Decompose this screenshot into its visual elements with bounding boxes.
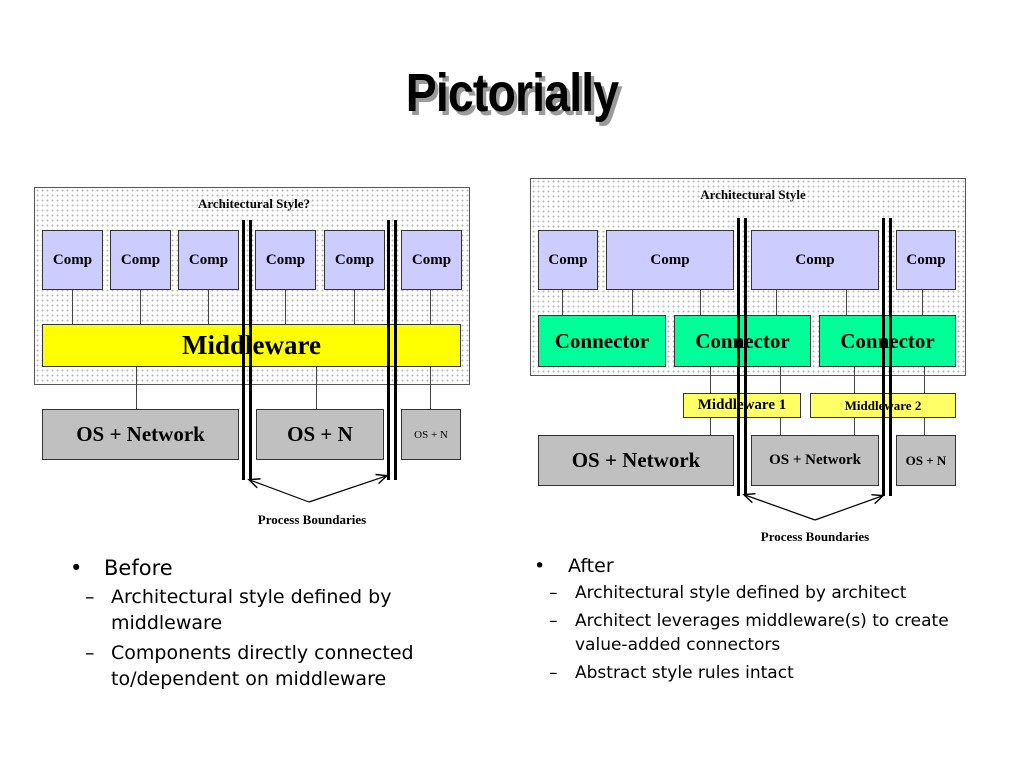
right-arrow-2 [814,496,882,521]
left-comp-6: Comp [401,230,462,290]
right-process-boundary-2b [889,218,892,496]
left-os-n-small: OS + N [401,409,461,460]
link-line [208,289,209,324]
page-title: Pictorially [405,63,619,123]
right-process-boundary-1b [744,218,747,496]
right-connector-3: Connector [819,315,956,367]
link-line [72,289,73,324]
right-arrow-1 [745,495,816,521]
after-heading: After [530,555,960,577]
link-line [430,289,431,324]
right-style-label: Architectural Style [700,187,806,202]
link-line [924,367,925,393]
left-os-network: OS + Network [42,409,239,460]
right-middleware-1: Middleware 1 [683,393,801,418]
right-connector-1: Connector [538,315,666,367]
link-line [632,289,633,315]
left-process-boundary-2b [394,220,397,480]
link-line [780,367,781,393]
right-os-network-2: OS + Network [751,435,879,486]
link-line [140,289,141,324]
right-os-network-1: OS + Network [538,435,734,486]
link-line [562,289,563,315]
right-os-n: OS + N [896,435,956,486]
before-item-2: Components directly connected to/depende… [73,640,486,692]
link-line [430,367,431,409]
link-line [285,289,286,324]
right-comp-1: Comp [538,230,598,290]
after-bullets: After Architectural style defined by arc… [530,555,960,685]
left-arrow-1 [250,480,310,503]
left-comp-3: Comp [178,230,239,290]
link-line [776,289,777,315]
link-line [700,289,701,315]
left-os-n: OS + N [256,409,384,460]
link-line [922,289,923,315]
right-process-boundary-2a [882,218,885,496]
left-process-boundaries-label: Process Boundaries [257,512,367,527]
right-comp-2: Comp [606,230,734,290]
after-item-1: Architectural style defined by architect [537,581,960,605]
before-heading: Before [66,556,486,580]
left-process-boundary-1b [249,220,252,480]
after-item-3: Abstract style rules intact [537,661,960,685]
link-line [924,418,925,435]
right-process-boundary-1a [737,218,740,496]
left-arrow-2 [308,476,386,503]
right-comp-3: Comp [751,230,879,290]
link-line [354,289,355,324]
left-process-boundary-1a [242,220,245,480]
link-line [136,367,137,409]
link-line [710,418,711,435]
link-line [854,367,855,393]
left-comp-5: Comp [324,230,385,290]
before-bullets: Before Architectural style defined by mi… [66,556,486,692]
left-comp-4: Comp [255,230,316,290]
right-comp-4: Comp [896,230,956,290]
right-connector-2: Connector [674,315,811,367]
link-line [846,289,847,315]
left-comp-2: Comp [110,230,171,290]
left-style-label: Architectural Style? [197,196,311,211]
right-process-boundaries-label: Process Boundaries [760,529,870,544]
left-process-boundary-2a [387,220,390,480]
link-line [854,418,855,435]
link-line [710,367,711,393]
link-line [316,367,317,409]
before-item-1: Architectural style defined by middlewar… [73,584,486,636]
after-item-2: Architect leverages middleware(s) to cre… [537,609,960,657]
left-comp-1: Comp [42,230,103,290]
link-line [780,418,781,435]
